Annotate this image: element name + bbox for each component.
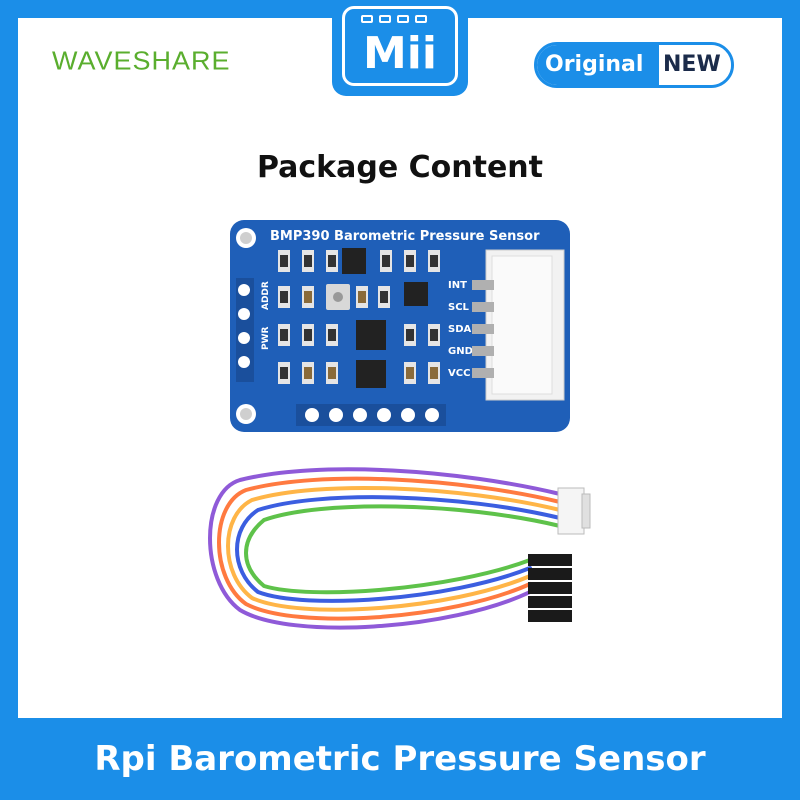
mounting-hole-inner [240, 232, 252, 244]
mii-badge-frame: Mii [342, 6, 458, 86]
product-title: Rpi Barometric Pressure Sensor [94, 739, 706, 779]
pin-int-label: INT [448, 280, 467, 291]
jst-connector [472, 249, 565, 401]
chip-icon [361, 15, 427, 23]
pin-sda-label: SDA [448, 324, 472, 335]
package-content-title: Package Content [256, 150, 544, 185]
pin-scl-label: SCL [448, 302, 470, 313]
jst-plug [557, 487, 591, 535]
original-new-badge: Original NEW [534, 42, 734, 88]
pin-gnd-label: GND [448, 346, 473, 357]
smd-components [278, 248, 440, 388]
pin-labels: INT SCL SDA GND VCC [448, 280, 473, 379]
footer-bar: Rpi Barometric Pressure Sensor [0, 718, 800, 800]
mii-badge-text: Mii [363, 28, 437, 79]
pin-vcc-label: VCC [448, 368, 470, 379]
pcb-body [230, 220, 570, 432]
mounting-hole-inner [240, 408, 252, 420]
sensor-board-illustration: BMP390 Barometric Pressure Sensor ADDR P… [230, 220, 570, 432]
border-left [0, 0, 18, 800]
pwr-label: PWR [261, 326, 271, 350]
brand-logo: WAVESHARE [52, 46, 231, 76]
mii-badge: Mii [332, 0, 468, 96]
border-top-right [468, 0, 800, 18]
bottom-header-pads [296, 404, 446, 426]
border-right [782, 0, 800, 800]
board-title: BMP390 Barometric Pressure Sensor [270, 229, 540, 244]
original-label: Original [537, 45, 659, 85]
new-label: NEW [659, 45, 731, 85]
left-header-pads [236, 278, 254, 382]
dupont-connectors [528, 554, 572, 622]
border-top-left [0, 0, 332, 18]
addr-label: ADDR [261, 281, 271, 310]
cable-wires [208, 467, 562, 630]
cable-illustration [208, 467, 591, 630]
